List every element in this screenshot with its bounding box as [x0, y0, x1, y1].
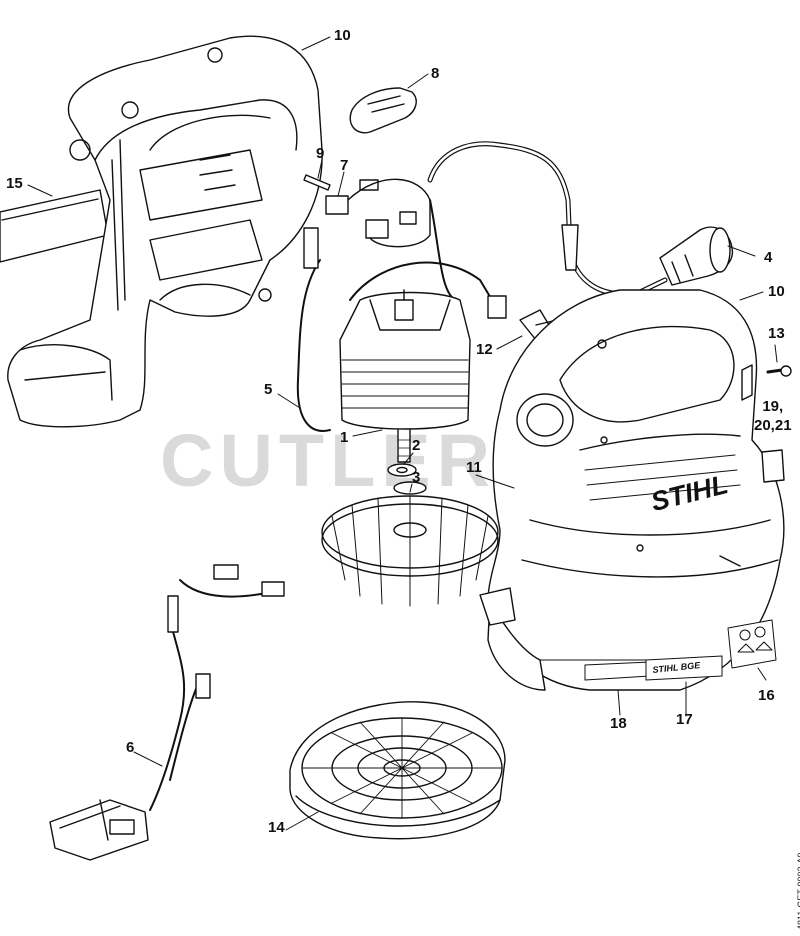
- callout-6: 6: [126, 739, 135, 756]
- part-4-power-cable: [427, 141, 734, 297]
- callout-1: 1: [340, 429, 349, 446]
- callout-4: 4: [764, 249, 773, 266]
- callout-10-right: 10: [768, 283, 785, 300]
- callout-15: 15: [6, 175, 23, 192]
- callout-3: 3: [412, 469, 421, 486]
- part-7-microswitch: [325, 178, 431, 248]
- part-10-housing-right: [479, 289, 785, 691]
- part-5-wire: [296, 199, 507, 432]
- callout-10-top: 10: [334, 27, 351, 44]
- part-10-housing-left: [7, 35, 323, 428]
- part-9-pin: [303, 174, 331, 191]
- part-2-washer: [387, 463, 417, 477]
- part-8-switch-button: [349, 87, 417, 134]
- callout-18: 18: [610, 715, 627, 732]
- leader-lines: [27, 36, 778, 831]
- part-14-intake-grille: [289, 701, 506, 840]
- callout-13: 13: [768, 325, 785, 342]
- part-6-switch-assembly: [49, 564, 285, 861]
- part-1-motor: [339, 289, 471, 463]
- callout-19-20-21: 19, 20,21: [754, 398, 792, 434]
- callout-17: 17: [676, 711, 693, 728]
- part-15-side-panel: [0, 189, 109, 263]
- document-id: 4811-GET-0002-A0: [796, 852, 800, 930]
- part-13-screw: [766, 365, 792, 377]
- callout-2: 2: [412, 437, 421, 454]
- callout-9: 9: [316, 145, 325, 162]
- callout-16: 16: [758, 687, 775, 704]
- part-3-fan: [321, 481, 499, 607]
- callout-12: 12: [476, 341, 493, 358]
- callout-5: 5: [264, 381, 273, 398]
- callout-7: 7: [340, 157, 349, 174]
- callout-14: 14: [268, 819, 285, 836]
- callout-11: 11: [466, 459, 482, 476]
- callout-8: 8: [431, 65, 440, 82]
- part-19-20-21-label: [761, 449, 785, 483]
